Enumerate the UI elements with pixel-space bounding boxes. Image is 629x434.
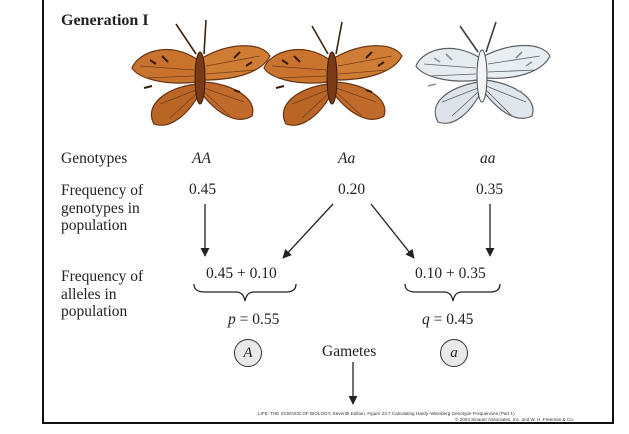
q-symbol: q [422,311,430,328]
frequency-aa-heterozygous: 0.20 [338,181,365,199]
p-value: = 0.55 [236,311,280,328]
genotype-aa-recessive: aa [480,150,496,168]
frequency-aa-recessive: 0.35 [476,181,503,199]
allele-frequency-q: q = 0.45 [422,311,473,329]
butterfly-aa-recessive-icon [416,22,550,123]
butterfly-aa-dominant-icon [132,20,270,125]
p-symbol: p [228,311,236,328]
row-label-genotype-frequency: Frequency of genotypes in population [61,182,179,235]
row-label-allele-frequency: Frequency of alleles in population [61,268,171,321]
butterfly-aa-heterozygous-icon [264,22,402,125]
row-label-genotypes: Genotypes [61,150,127,168]
allele-sum-a-dominant: 0.45 + 0.10 [206,265,277,283]
allele-sum-a-recessive: 0.10 + 0.35 [415,265,486,283]
arrow-het-to-allele-a [283,204,333,258]
figure-credit-line2: © 2004 Sinauer Associates, Inc. and W. H… [455,417,574,422]
gametes-label: Gametes [322,343,376,361]
gamete-allele-a-dominant: A [234,339,262,367]
q-value: = 0.45 [430,311,474,328]
arrow-het-to-allele-small-a [371,204,414,258]
brace-right [405,284,500,301]
genotype-aa-dominant: AA [192,150,211,168]
gamete-allele-a-recessive: a [440,339,468,367]
brace-left [194,284,296,301]
genotype-aa-heterozygous: Aa [338,150,355,168]
frequency-aa-dominant: 0.45 [189,181,216,199]
figure-credit-line1: LIFE: THE SCIENCE OF BIOLOGY, Seventh Ed… [258,411,515,416]
allele-frequency-p: p = 0.55 [228,311,279,329]
